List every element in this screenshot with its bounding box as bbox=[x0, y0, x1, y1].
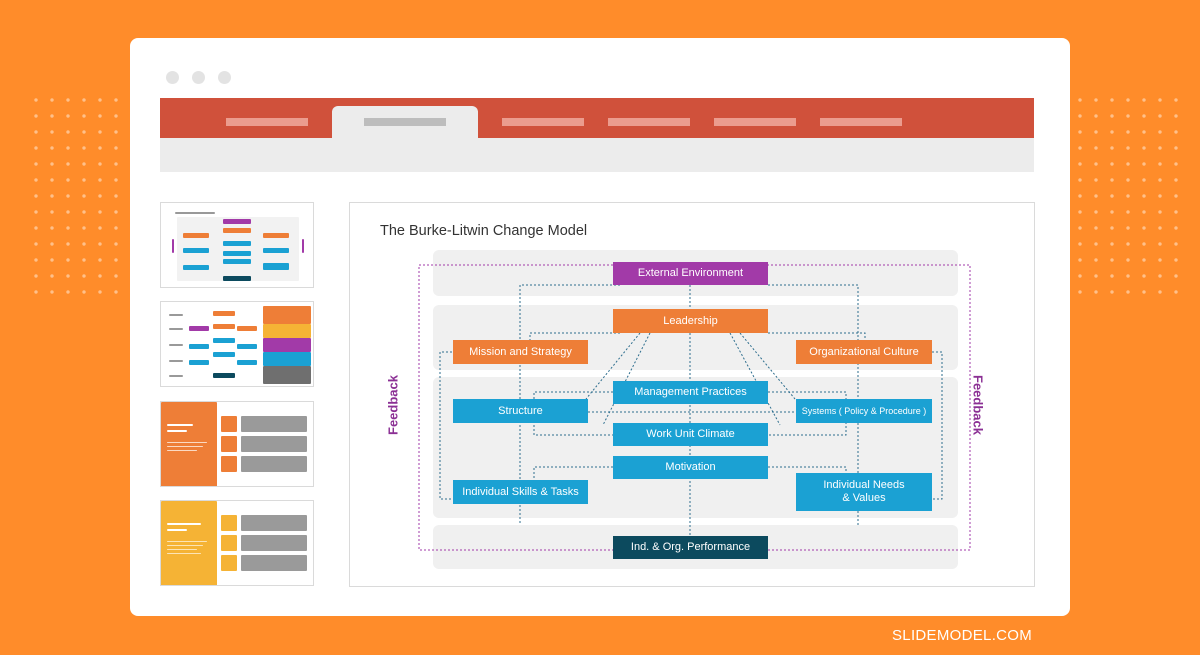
node-structure: Structure bbox=[453, 399, 588, 423]
node-management-practices: Management Practices bbox=[613, 381, 768, 404]
ribbon-tab-4[interactable] bbox=[608, 118, 690, 126]
node-work-unit-climate: Work Unit Climate bbox=[613, 423, 768, 446]
window-close-dot[interactable] bbox=[166, 71, 179, 84]
connector-env-right bbox=[768, 284, 859, 525]
window-minimize-dot[interactable] bbox=[192, 71, 205, 84]
node-motivation: Motivation bbox=[613, 456, 768, 479]
feedback-loop bbox=[418, 264, 971, 551]
ribbon-toolbar bbox=[160, 138, 1034, 172]
app-window: The Burke-Litwin Change Model bbox=[130, 38, 1070, 616]
slide-thumbnail-2[interactable] bbox=[160, 301, 314, 387]
ribbon-tab-3[interactable] bbox=[502, 118, 584, 126]
connector-lead-mission bbox=[529, 332, 620, 343]
connector-mission-skills bbox=[439, 351, 588, 500]
node-organizational-culture: Organizational Culture bbox=[796, 340, 932, 364]
slide-thumbnail-3[interactable] bbox=[160, 401, 314, 487]
slide-thumbnail-4[interactable] bbox=[160, 500, 314, 586]
ribbon-tab-bar bbox=[160, 98, 1034, 140]
ribbon-tab-1[interactable] bbox=[226, 118, 308, 126]
connector-lead-culture bbox=[768, 332, 866, 343]
node-systems: Systems ( Policy & Procedure ) bbox=[796, 399, 932, 423]
ribbon-tab-6[interactable] bbox=[820, 118, 902, 126]
connector-lead-systems bbox=[729, 332, 781, 426]
connector-mgmt-climate-right bbox=[768, 391, 847, 436]
brand-footer: SLIDEMODEL.COM bbox=[892, 627, 1033, 644]
decorative-dots-left bbox=[28, 92, 138, 302]
ribbon-tab-active[interactable] bbox=[332, 106, 478, 140]
main-slide: The Burke-Litwin Change Model bbox=[349, 202, 1035, 587]
decorative-dots-right bbox=[1072, 92, 1182, 302]
slide-title: The Burke-Litwin Change Model bbox=[380, 223, 588, 239]
connector-motivation-needs bbox=[768, 466, 847, 474]
node-individual-skills: Individual Skills & Tasks bbox=[453, 480, 588, 504]
connector-env-left bbox=[519, 284, 620, 525]
ribbon-tab-5[interactable] bbox=[714, 118, 796, 126]
slide-thumbnail-1[interactable] bbox=[160, 202, 314, 288]
feedback-label-right: Feedback bbox=[970, 375, 986, 435]
connector-lead-skills bbox=[602, 332, 651, 426]
node-performance: Ind. & Org. Performance bbox=[613, 536, 768, 559]
node-individual-needs: Individual Needs & Values bbox=[796, 473, 932, 511]
feedback-label-left: Feedback bbox=[385, 375, 401, 435]
node-external-environment: External Environment bbox=[613, 262, 768, 285]
node-mission-and-strategy: Mission and Strategy bbox=[453, 340, 588, 364]
node-leadership: Leadership bbox=[613, 309, 768, 333]
window-maximize-dot[interactable] bbox=[218, 71, 231, 84]
